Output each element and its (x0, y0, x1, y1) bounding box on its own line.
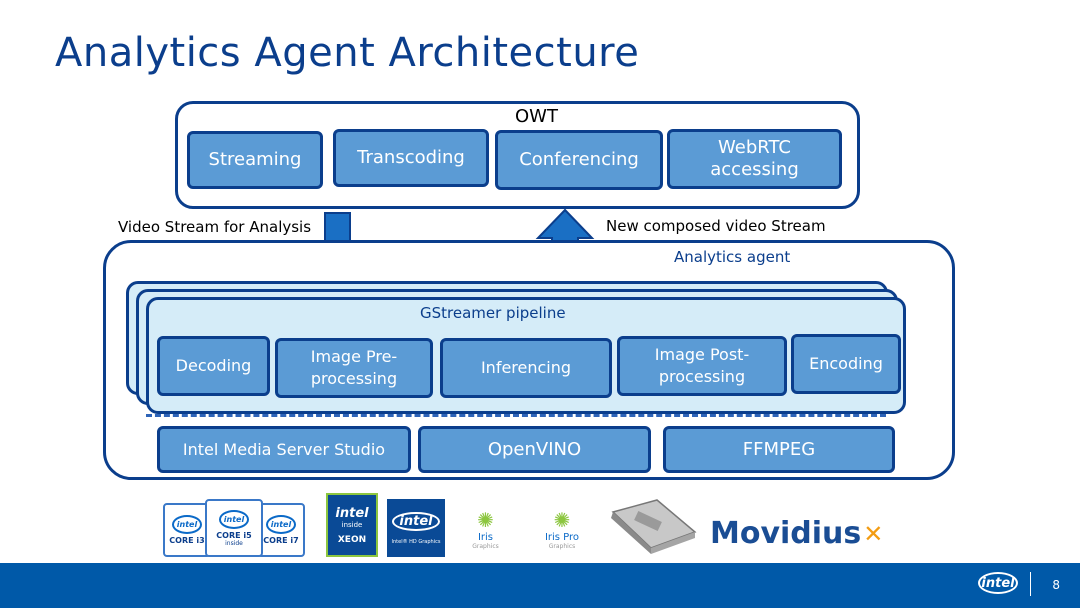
intel-logo-icon: intel (172, 515, 202, 534)
page-number: 8 (1052, 578, 1060, 592)
core-i3-logo: intel CORE i3 (163, 503, 211, 557)
video-stream-label: Video Stream for Analysis (118, 218, 312, 236)
image-preprocessing-box: Image Pre-processing (275, 338, 433, 398)
openvino-box: OpenVINO (418, 426, 651, 473)
dashed-separator (146, 414, 886, 417)
webrtc-accessing-box: WebRTC accessing (667, 129, 842, 189)
analytics-agent-label: Analytics agent (674, 248, 791, 266)
movidius-logo: Movidius ✕ (710, 516, 884, 551)
inferencing-box: Inferencing (440, 338, 612, 398)
composed-stream-label: New composed video Stream (606, 217, 826, 235)
intel-media-server-studio-box: Intel Media Server Studio (157, 426, 411, 473)
decoding-box: Decoding (157, 336, 270, 396)
xeon-logo: intel inside XEON (326, 493, 378, 557)
intel-logo-icon: intel (219, 509, 249, 529)
image-postprocessing-box: Image Post-processing (617, 336, 787, 396)
iris-graphics-logo: ✺ Iris Graphics (472, 508, 499, 550)
streaming-box: Streaming (187, 131, 323, 189)
footer-bar (0, 563, 1080, 608)
encoding-box: Encoding (791, 334, 901, 394)
iris-pro-burst-icon: ✺ (553, 508, 571, 532)
intel-logo-icon: intel (266, 515, 296, 534)
transcoding-box: Transcoding (333, 129, 489, 187)
hd-graphics-logo: intel Intel® HD Graphics (387, 499, 445, 557)
intel-footer-logo: intel (978, 572, 1018, 594)
iris-burst-icon: ✺ (477, 508, 494, 532)
conferencing-box: Conferencing (495, 130, 663, 190)
movidius-butterfly-icon: ✕ (863, 519, 884, 548)
iris-pro-logo: ✺ Iris Pro Graphics (544, 508, 580, 550)
core-i5-logo: intel CORE i5 inside (205, 499, 263, 557)
ffmpeg-box: FFMPEG (663, 426, 895, 473)
slide-title: Analytics Agent Architecture (55, 30, 640, 76)
core-i7-logo: intel CORE i7 (257, 503, 305, 557)
gstreamer-pipeline-label: GStreamer pipeline (420, 304, 566, 322)
footer-divider (1030, 572, 1031, 596)
owt-label: OWT (515, 106, 558, 127)
accelerator-card-image (611, 499, 697, 554)
